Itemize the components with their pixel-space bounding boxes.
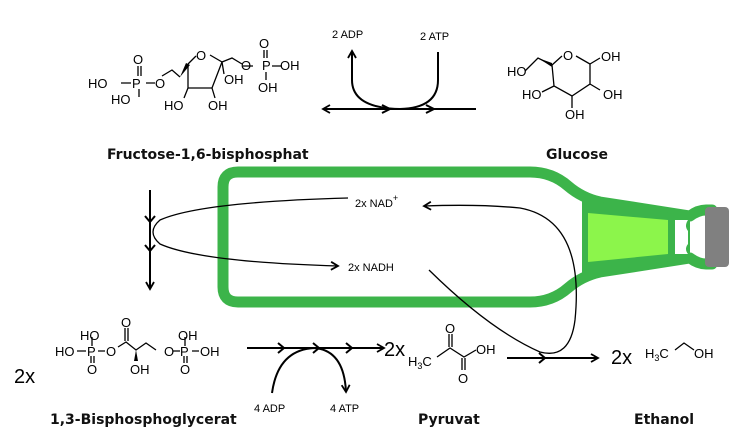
bpg-atom: P	[87, 344, 96, 359]
bottle-body	[217, 166, 718, 308]
ethanol-h: H	[645, 346, 654, 361]
bpg-atom: O	[106, 344, 116, 359]
fbp-atom: O	[259, 36, 269, 51]
nadh-to-nad-curve	[422, 200, 577, 354]
bpg-atom: OH	[178, 328, 198, 343]
top-reaction-arrow: 2 ADP 2 ATP	[321, 29, 476, 114]
pyruvat-name: Pyruvat	[418, 412, 480, 428]
fbp-atom: P	[262, 58, 271, 73]
atp-adp-curve	[347, 49, 439, 111]
pyruvat-sub3: 3	[417, 361, 422, 371]
top-adp-label: 2 ADP	[332, 29, 363, 41]
top-atp-label: 2 ATP	[420, 31, 449, 43]
ethanol-atom: OH	[694, 346, 714, 361]
glucose-name: Glucose	[546, 147, 608, 163]
ethanol-multiplier: 2x	[611, 347, 632, 369]
bpg-atom: O	[164, 344, 174, 359]
pyruvat-to-ethanol-arrow	[507, 352, 600, 364]
pyruvat-atom: H3C	[408, 354, 432, 371]
ethanol-sub3: 3	[654, 353, 659, 363]
bottle-cap	[705, 207, 729, 267]
nad-loop: 2x NAD+ 2x NADH	[152, 193, 577, 354]
fbp-atom: O	[133, 52, 143, 67]
ethanol-c: C	[659, 346, 668, 361]
fructose-name: Fructose-1,6-bisphosphat	[107, 147, 309, 163]
glucose-structure: HO O OH HO OH OH Glucose	[507, 48, 623, 163]
fbp-atom: O	[241, 58, 251, 73]
glucose-atom: HO	[522, 87, 542, 102]
glucose-atom: HO	[507, 64, 527, 79]
pyruvat-multiplier: 2x	[384, 339, 405, 361]
fbp-atom: O	[155, 76, 165, 91]
bpg-atom: HO	[55, 344, 75, 359]
ethanol-atom: H3C	[645, 346, 669, 363]
bpg-name: 1,3-Bisphosphoglycerat	[50, 412, 237, 428]
ethanol-structure: 2x H3C OH Ethanol	[611, 342, 714, 428]
bpg-atom: O	[121, 315, 131, 330]
adp-atp-curve	[271, 346, 351, 394]
pyruvat-atom: O	[445, 321, 455, 336]
bpg-atom: O	[87, 362, 97, 377]
fbp-atom: OH	[208, 98, 228, 113]
nad-to-nadh-curve	[152, 197, 349, 271]
nadh-label: 2x NADH	[348, 262, 394, 274]
nad-plus-label: 2x NAD+	[355, 193, 398, 210]
bpg-atom: OH	[130, 362, 150, 377]
pyruvat-atom: O	[458, 371, 468, 386]
ethanol-name: Ethanol	[634, 412, 694, 428]
fbp-atom: OH	[258, 80, 278, 95]
glucose-atom: O	[563, 48, 573, 63]
bottle-neck-window	[675, 220, 688, 254]
glucose-atom: OH	[601, 49, 621, 64]
pyruvat-h: H	[408, 354, 417, 369]
arrow-chevron	[144, 215, 156, 253]
fbp-atom: HO	[111, 92, 131, 107]
fructose-structure: HO P O O HO O OH HO OH O P O OH OH Fruct…	[88, 36, 309, 163]
bpg-multiplier: 2x	[14, 366, 35, 388]
fbp-atom: HO	[88, 76, 108, 91]
wine-bottle	[217, 166, 729, 308]
nad-plus-sup: +	[393, 193, 398, 203]
fbp-atom: OH	[280, 58, 300, 73]
bpg-to-pyruvat-arrow: 4 ADP 4 ATP	[247, 342, 386, 415]
bpg-atom: HO	[80, 328, 100, 343]
pyruvat-c: C	[422, 354, 431, 369]
bottom-atp-label: 4 ATP	[330, 403, 359, 415]
fbp-atom: O	[196, 48, 206, 63]
bpg-atom: P	[180, 344, 189, 359]
bpg-atom: O	[180, 362, 190, 377]
bpg-structure: 2x HO HO P O O O OH O P OH OH O 1,3-Bisp…	[14, 315, 237, 428]
pyruvat-atom: OH	[476, 342, 496, 357]
fbp-to-bpg-arrow	[144, 190, 156, 291]
fbp-atom: OH	[224, 72, 244, 87]
bpg-atom: OH	[200, 344, 220, 359]
arrow-chevron	[425, 104, 435, 114]
nad-plus-text: 2x NAD	[355, 198, 393, 210]
bottle-label	[588, 213, 668, 262]
glucose-atom: OH	[565, 107, 585, 122]
fbp-atom: HO	[164, 98, 184, 113]
bottom-adp-label: 4 ADP	[254, 403, 285, 415]
arrow-chevron	[538, 352, 547, 364]
fbp-atom: P	[132, 76, 141, 91]
glucose-atom: OH	[603, 87, 623, 102]
pyruvat-structure: 2x H3C O OH O Pyruvat	[384, 321, 496, 428]
